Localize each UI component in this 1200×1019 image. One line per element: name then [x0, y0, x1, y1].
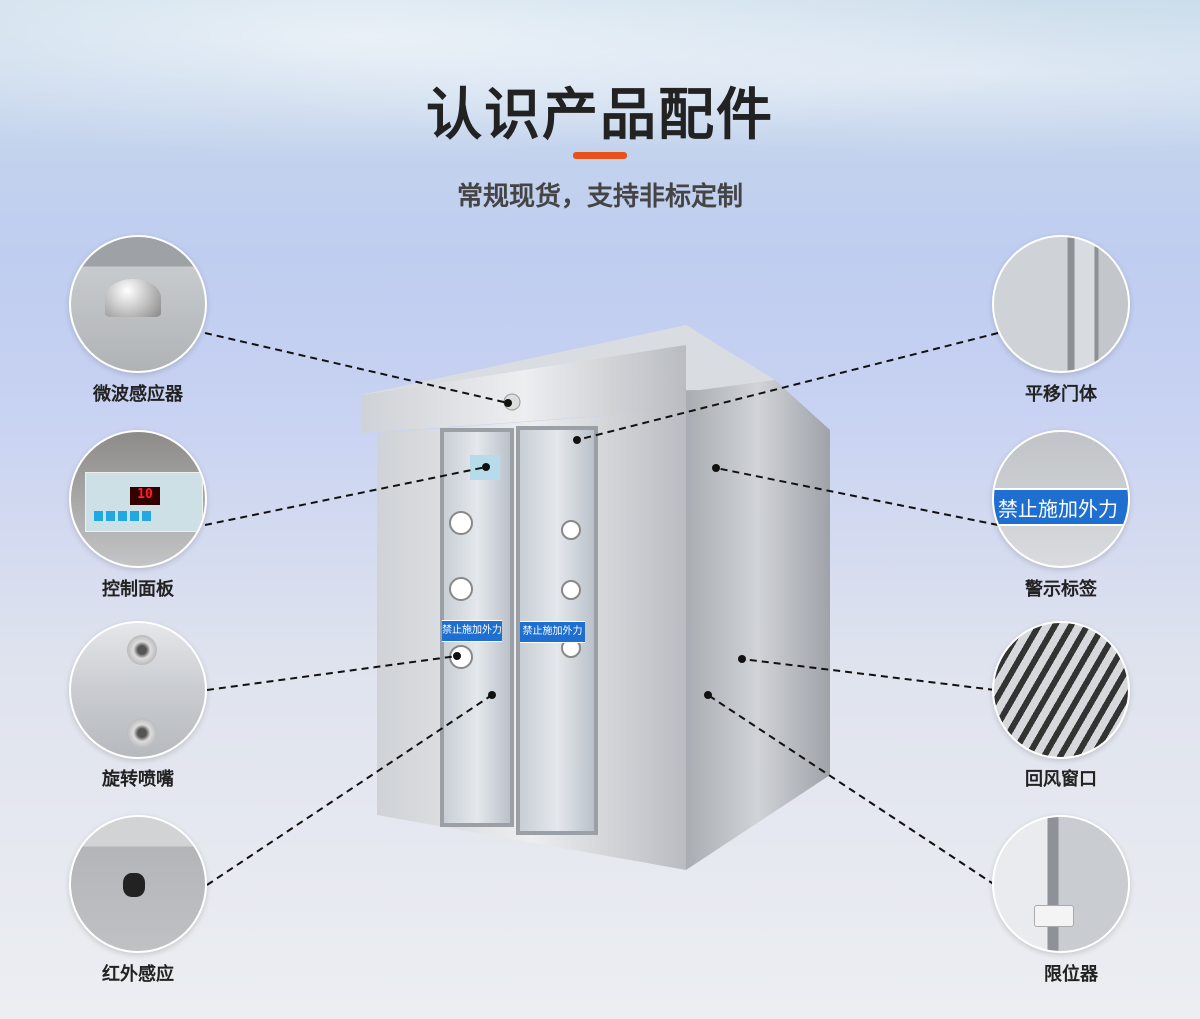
part-label: 限位器 [1044, 964, 1098, 985]
part-label: 微波感应器 [93, 384, 183, 405]
water-background [0, 0, 1200, 180]
part-label: 控制面板 [102, 579, 174, 600]
page-subtitle: 常规现货，支持非标定制 [456, 182, 743, 212]
part-label: 红外感应 [102, 964, 174, 985]
rotating-nozzle-image [69, 621, 207, 759]
panel-display: 10 [130, 487, 160, 505]
door-warning-sign-left: 禁止施加外力 [442, 620, 502, 642]
microwave-sensor-image [69, 235, 207, 373]
warning-label-image: 禁止施加外力 [992, 430, 1130, 568]
control-panel-image: 10 [69, 430, 207, 568]
sliding-door-image [992, 235, 1130, 373]
part-label: 回风窗口 [1025, 769, 1097, 790]
part-label: 平移门体 [1025, 384, 1097, 405]
return-air-window-image [992, 621, 1130, 759]
infrared-sensor-image [69, 815, 207, 953]
door-warning-sign-right: 禁止施加外力 [520, 621, 585, 643]
sensor-dome-icon [105, 279, 161, 317]
door-stopper-image [992, 815, 1130, 953]
part-label: 警示标签 [1025, 579, 1097, 600]
part-label: 旋转喷嘴 [102, 769, 174, 790]
page-title: 认识产品配件 [426, 83, 774, 148]
title-accent-bar [573, 152, 627, 159]
machine-top-canopy [362, 345, 686, 433]
warning-sign: 禁止施加外力 [994, 488, 1128, 526]
